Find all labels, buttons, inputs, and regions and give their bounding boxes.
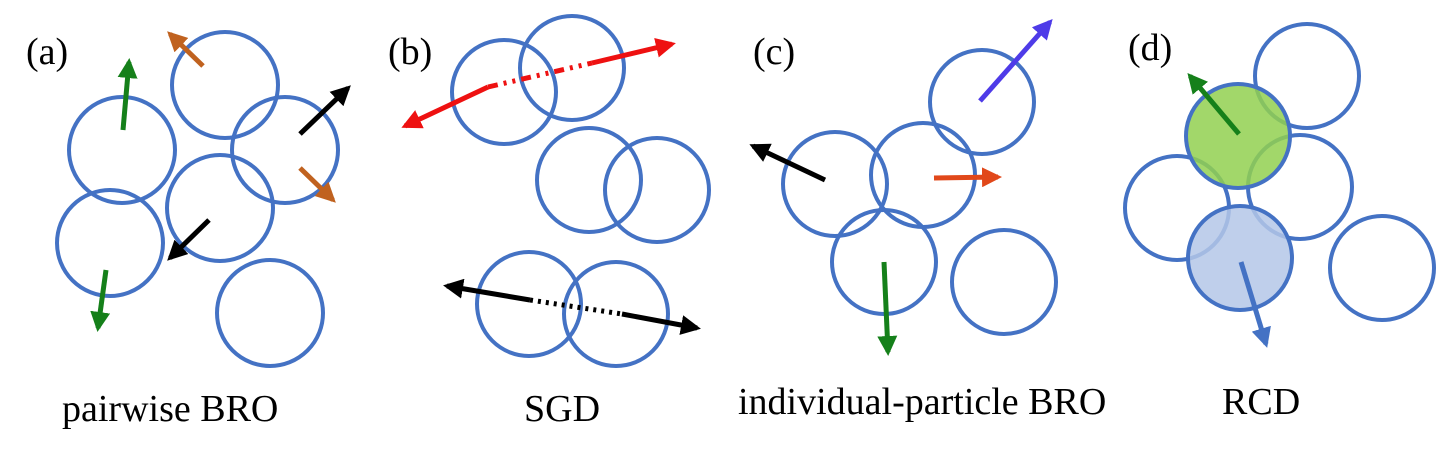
- selected-particle-blue: [1186, 204, 1294, 312]
- green-displacement-arrow: [117, 58, 138, 131]
- black-gradient-arrow: [443, 278, 531, 303]
- particle: [475, 250, 583, 358]
- panel-c-caption: individual-particle BRO: [738, 381, 1106, 423]
- panel-a: (a) pairwise BRO: [26, 30, 351, 430]
- red-dotted-connector: [487, 60, 593, 90]
- particle: [562, 260, 670, 368]
- particle: [165, 153, 275, 263]
- panel-c-label: (c): [753, 31, 795, 73]
- panel-b: (b) SGD: [388, 14, 711, 430]
- particle: [928, 48, 1036, 156]
- particle: [67, 95, 177, 205]
- black-displacement-arrow: [749, 143, 827, 183]
- purple-displacement-arrow: [978, 19, 1053, 103]
- particle: [603, 136, 711, 244]
- green-displacement-arrow: [1187, 72, 1241, 136]
- particle: [450, 38, 558, 146]
- blue-displacement-arrow: [1238, 261, 1271, 348]
- selected-particle-green: [1184, 82, 1292, 190]
- black-dotted-connector: [529, 297, 623, 317]
- red-gradient-arrow: [591, 37, 676, 66]
- panel-d: (d) RCD: [1123, 22, 1436, 423]
- orangered-displacement-arrow: [933, 167, 1002, 188]
- black-gradient-arrow: [621, 311, 701, 335]
- panel-c: (c) individual-particle BRO: [738, 19, 1106, 423]
- panel-d-label: (d): [1128, 27, 1172, 69]
- particle: [1328, 214, 1436, 322]
- panel-a-label: (a): [26, 31, 68, 73]
- particle: [781, 130, 889, 238]
- panel-b-label: (b): [388, 31, 432, 73]
- particle: [170, 30, 280, 140]
- particle: [950, 228, 1058, 336]
- particle: [1253, 22, 1361, 130]
- orange-displacement-arrow: [167, 31, 205, 68]
- particle: [215, 258, 325, 368]
- particle: [535, 126, 643, 234]
- black-displacement-arrow: [298, 85, 351, 136]
- red-gradient-arrow: [401, 84, 490, 129]
- panel-d-caption: RCD: [1222, 381, 1300, 423]
- green-displacement-arrow: [877, 261, 898, 356]
- panel-a-caption: pairwise BRO: [62, 388, 278, 430]
- black-displacement-arrow: [167, 218, 211, 261]
- particle: [230, 95, 340, 205]
- panel-b-caption: SGD: [524, 388, 600, 430]
- green-displacement-arrow: [90, 269, 111, 332]
- particle: [55, 188, 165, 298]
- particle: [518, 14, 626, 122]
- orange-displacement-arrow: [298, 166, 336, 203]
